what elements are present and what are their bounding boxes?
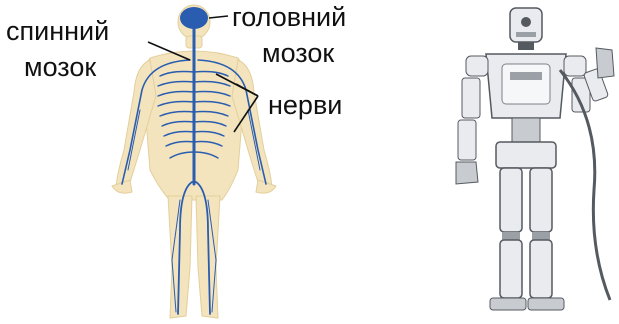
robot-figure bbox=[456, 8, 614, 310]
label-brain-line1: головний bbox=[232, 4, 346, 31]
human-figure bbox=[112, 5, 276, 318]
label-nerves: нерви bbox=[268, 92, 342, 119]
label-brain-line2: мозок bbox=[262, 40, 334, 67]
brain-shape bbox=[180, 7, 208, 29]
label-spinal-cord-line1: спинний bbox=[6, 18, 109, 45]
label-spinal-cord-line2: мозок bbox=[24, 54, 96, 81]
